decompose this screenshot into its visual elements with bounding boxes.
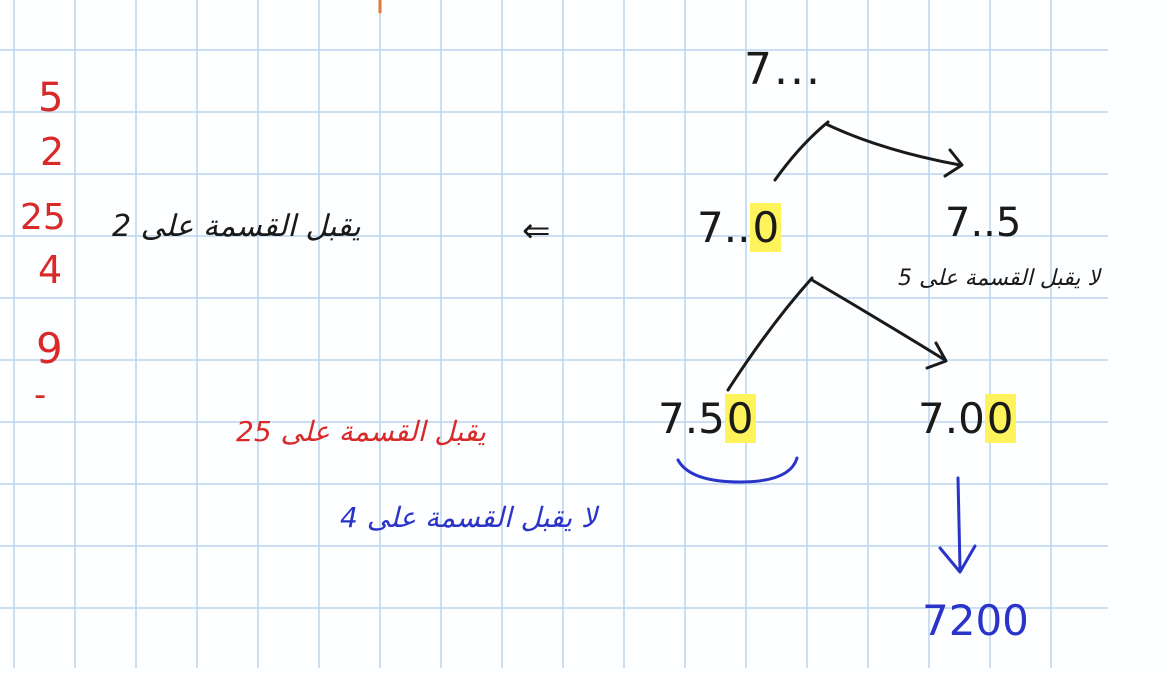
leaf-prefix: 7.0 — [918, 394, 985, 443]
node-number: 7..5 — [945, 200, 1022, 246]
highlighted-digit: 0 — [724, 394, 756, 443]
branch-arrow-right-leaf — [810, 278, 947, 362]
tree-root-number: 7... — [744, 44, 822, 95]
branch-line-left-leaf — [726, 276, 814, 392]
margin-digit-9: 9 — [36, 324, 63, 373]
highlighted-digit: 0 — [984, 394, 1016, 443]
note-divisible-by-2: يقبل القسمة على 2 — [112, 209, 361, 244]
tree-node-ending-0: 7..0 — [697, 203, 782, 252]
branch-line-root-left — [773, 120, 830, 182]
node-prefix: 7.. — [697, 203, 751, 252]
down-arrow — [956, 476, 962, 570]
highlighted-digit: 0 — [750, 203, 782, 252]
margin-digit-25: 25 — [20, 197, 66, 238]
branch-arrow-root-right — [824, 122, 962, 167]
margin-dash: - — [34, 375, 47, 415]
note-not-divisible-by-5: لا يقبل القسمة على 5 — [898, 266, 1100, 291]
margin-digit-4: 4 — [38, 248, 63, 292]
tree-node-ending-5: 7..5 — [945, 203, 1021, 243]
margin-digit-5: 5 — [38, 75, 64, 121]
arrowhead-root-right — [943, 148, 964, 178]
tree-result-number: 7200 — [922, 596, 1029, 645]
implies-arrow: ⇐ — [522, 211, 551, 251]
margin-digit-2: 2 — [40, 130, 65, 174]
leaf-prefix: 7.5 — [658, 394, 725, 443]
bracket-under-50 — [676, 456, 799, 484]
note-not-divisible-by-4: لا يقبل القسمة على 4 — [340, 501, 597, 534]
down-arrowhead — [938, 544, 977, 574]
tree-leaf-ending-50: 7.50 — [658, 394, 756, 443]
tree-leaf-ending-00: 7.00 — [918, 394, 1016, 443]
note-divisible-by-25: يقبل القسمة على 25 — [236, 415, 486, 448]
arrowhead-right-leaf — [925, 341, 948, 370]
